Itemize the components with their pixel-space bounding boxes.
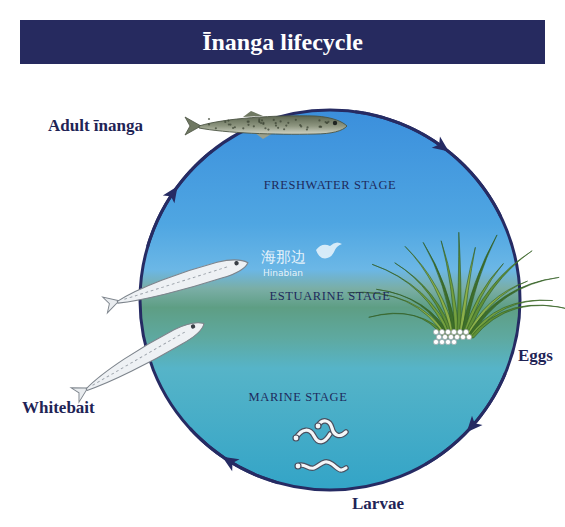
egg bbox=[466, 334, 471, 339]
adult-fish bbox=[185, 111, 347, 139]
arrow-head bbox=[163, 182, 184, 203]
grass-blade bbox=[470, 305, 565, 338]
egg-cluster bbox=[433, 329, 471, 344]
zone-label: MARINE STAGE bbox=[249, 391, 348, 405]
fish-speckle bbox=[234, 126, 236, 128]
cycle-arrow bbox=[190, 428, 279, 483]
egg bbox=[463, 329, 468, 334]
egg bbox=[445, 339, 450, 344]
egg bbox=[442, 334, 447, 339]
stage-label: Adult īnanga bbox=[48, 116, 143, 136]
fish-speckle bbox=[253, 125, 255, 127]
grass-blade bbox=[463, 251, 532, 338]
grass-blade bbox=[468, 300, 553, 338]
egg bbox=[460, 334, 465, 339]
grass-blade bbox=[441, 241, 459, 338]
fish-speckle bbox=[248, 121, 250, 123]
egg bbox=[433, 329, 438, 334]
watermark: 海那边 bbox=[261, 249, 306, 266]
fish-speckle bbox=[283, 128, 285, 130]
zone-label: ESTUARINE STAGE bbox=[270, 290, 391, 304]
diagram-title: Īnanga lifecycle bbox=[202, 29, 363, 56]
fish-speckle bbox=[300, 125, 302, 127]
fish-speckle bbox=[326, 122, 328, 124]
stage-label: Whitebait bbox=[22, 398, 95, 418]
fish-speckle bbox=[242, 127, 244, 129]
fish-speckle bbox=[318, 119, 320, 121]
fish-speckle bbox=[215, 127, 217, 129]
fish-speckle bbox=[279, 120, 281, 122]
grass-plant bbox=[348, 232, 565, 338]
egg bbox=[448, 334, 453, 339]
cycle-arrow-group bbox=[148, 151, 212, 246]
fish-speckle bbox=[261, 119, 263, 121]
cycle-arrow bbox=[425, 373, 505, 464]
lifecycle-stage: Larvae bbox=[282, 418, 422, 518]
fish-speckle bbox=[275, 124, 277, 126]
fish-speckle bbox=[287, 122, 289, 124]
fish-speckle bbox=[227, 119, 229, 121]
egg bbox=[439, 329, 444, 334]
arrow-head bbox=[219, 451, 240, 471]
lifecycle-stage: Adult īnanga bbox=[42, 104, 352, 148]
fish-speckle bbox=[295, 119, 297, 121]
fish-speckle bbox=[258, 120, 260, 122]
fish-speckle bbox=[208, 123, 210, 125]
fish-speckle bbox=[320, 126, 322, 128]
lifecycle-stage: Eggs bbox=[400, 220, 560, 370]
water-circle bbox=[140, 110, 520, 490]
fish-speckle bbox=[224, 121, 226, 123]
fish-speckle bbox=[267, 128, 269, 130]
grass-blade bbox=[395, 263, 455, 338]
zone-label: FRESHWATER STAGE bbox=[264, 179, 397, 193]
egg bbox=[454, 334, 459, 339]
cycle-arrow bbox=[148, 151, 212, 246]
egg bbox=[439, 339, 444, 344]
fish-speckle bbox=[275, 122, 277, 124]
egg bbox=[451, 329, 456, 334]
fish-speckle bbox=[306, 128, 308, 130]
title-bar: Īnanga lifecycle bbox=[20, 20, 545, 64]
fish-speckle bbox=[229, 124, 231, 126]
fish-speckle bbox=[273, 119, 275, 121]
cycle-arrow-group bbox=[190, 428, 279, 483]
fish-speckle bbox=[306, 126, 308, 128]
cycle-arrow bbox=[355, 112, 501, 217]
grass-blade bbox=[405, 246, 456, 338]
larvae-figures bbox=[293, 421, 346, 470]
whitebait-fish bbox=[102, 254, 250, 313]
egg bbox=[436, 334, 441, 339]
fish-speckle bbox=[285, 124, 287, 126]
arrow-head bbox=[461, 416, 482, 437]
cycle-arrow-group bbox=[425, 373, 505, 464]
watermark: Hinabian bbox=[263, 269, 303, 279]
fish-speckle bbox=[277, 127, 279, 129]
cycle-arrow-group bbox=[355, 112, 501, 217]
fish-speckle bbox=[326, 122, 328, 124]
fish-speckle bbox=[262, 123, 264, 125]
egg bbox=[451, 339, 456, 344]
fish-speckle bbox=[319, 125, 321, 127]
fish-speckle bbox=[247, 121, 249, 123]
fish-speckle bbox=[208, 118, 210, 120]
stage-label: Eggs bbox=[518, 346, 553, 366]
stage-label: Larvae bbox=[352, 494, 404, 514]
watermark-bird bbox=[316, 242, 342, 258]
egg bbox=[457, 329, 462, 334]
arrow-head bbox=[432, 136, 453, 157]
fish-speckle bbox=[264, 127, 266, 129]
fish-speckle bbox=[247, 124, 249, 126]
whitebait-fish bbox=[71, 315, 208, 402]
lifecycle-stage: Whitebait bbox=[14, 250, 258, 425]
egg bbox=[445, 329, 450, 334]
egg bbox=[433, 339, 438, 344]
